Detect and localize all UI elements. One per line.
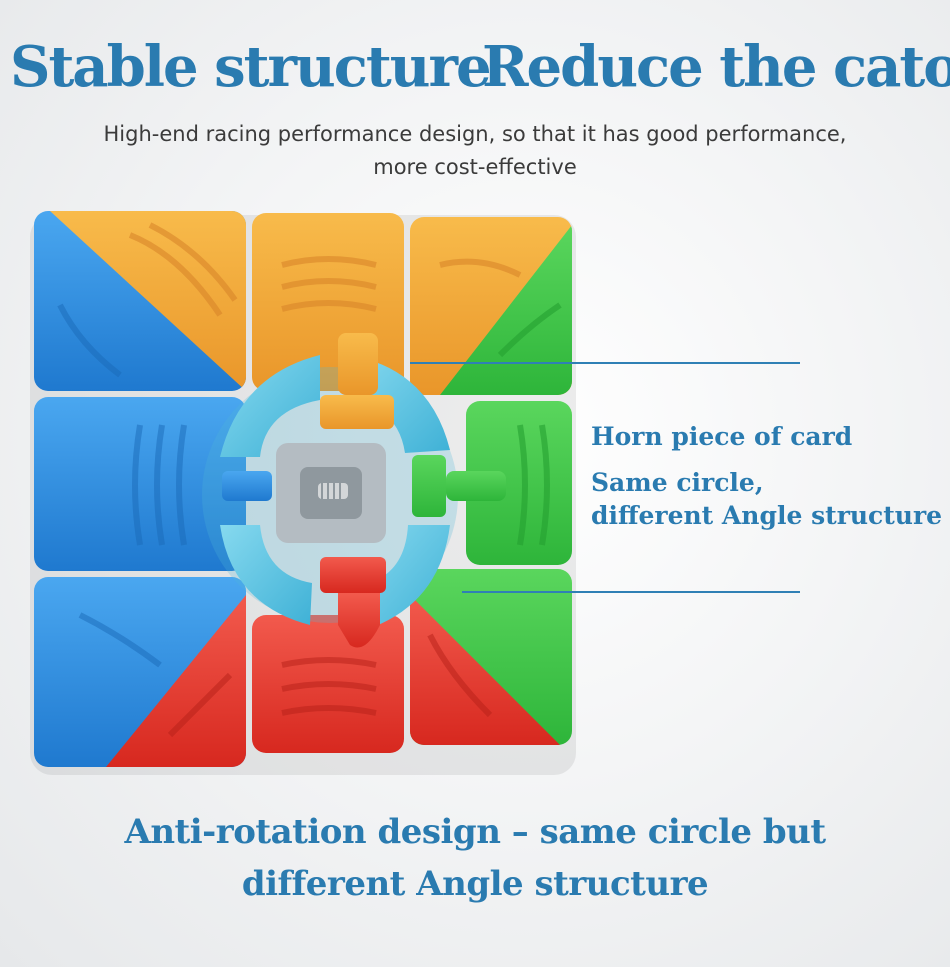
subtitle-line-1: High-end racing performance design, so t… [103,122,847,146]
cube-corner-top-right [410,217,572,395]
subtitle-line-2: more cost-effective [373,155,577,179]
footer-line-2: different Angle structure [241,864,709,904]
headline-reduce-caton: Reduce the caton [482,34,950,100]
callout-line-angle [462,591,800,593]
footer-line-1: Anti-rotation design – same circle but [124,812,826,852]
callout-same-circle: Same circle, [591,468,764,497]
callout-horn-piece: Horn piece of card [591,422,853,451]
callout-different-angle: different Angle structure [591,501,943,530]
cube-edge-left [34,397,246,571]
cube-edge-right [466,401,572,565]
cube-corner-bottom-left [34,577,246,767]
cube-corner-bottom-right [410,569,572,745]
cube-illustration [30,211,576,775]
cube-edge-bottom [252,615,404,753]
cube-corner-top-left [34,211,246,391]
footer-caption: Anti-rotation design – same circle but d… [0,806,950,910]
cube-core-mechanism [202,333,506,648]
headline-stable-structure: Stable structure [10,34,492,100]
callout-line-horn [410,362,800,364]
subtitle: High-end racing performance design, so t… [0,118,950,184]
